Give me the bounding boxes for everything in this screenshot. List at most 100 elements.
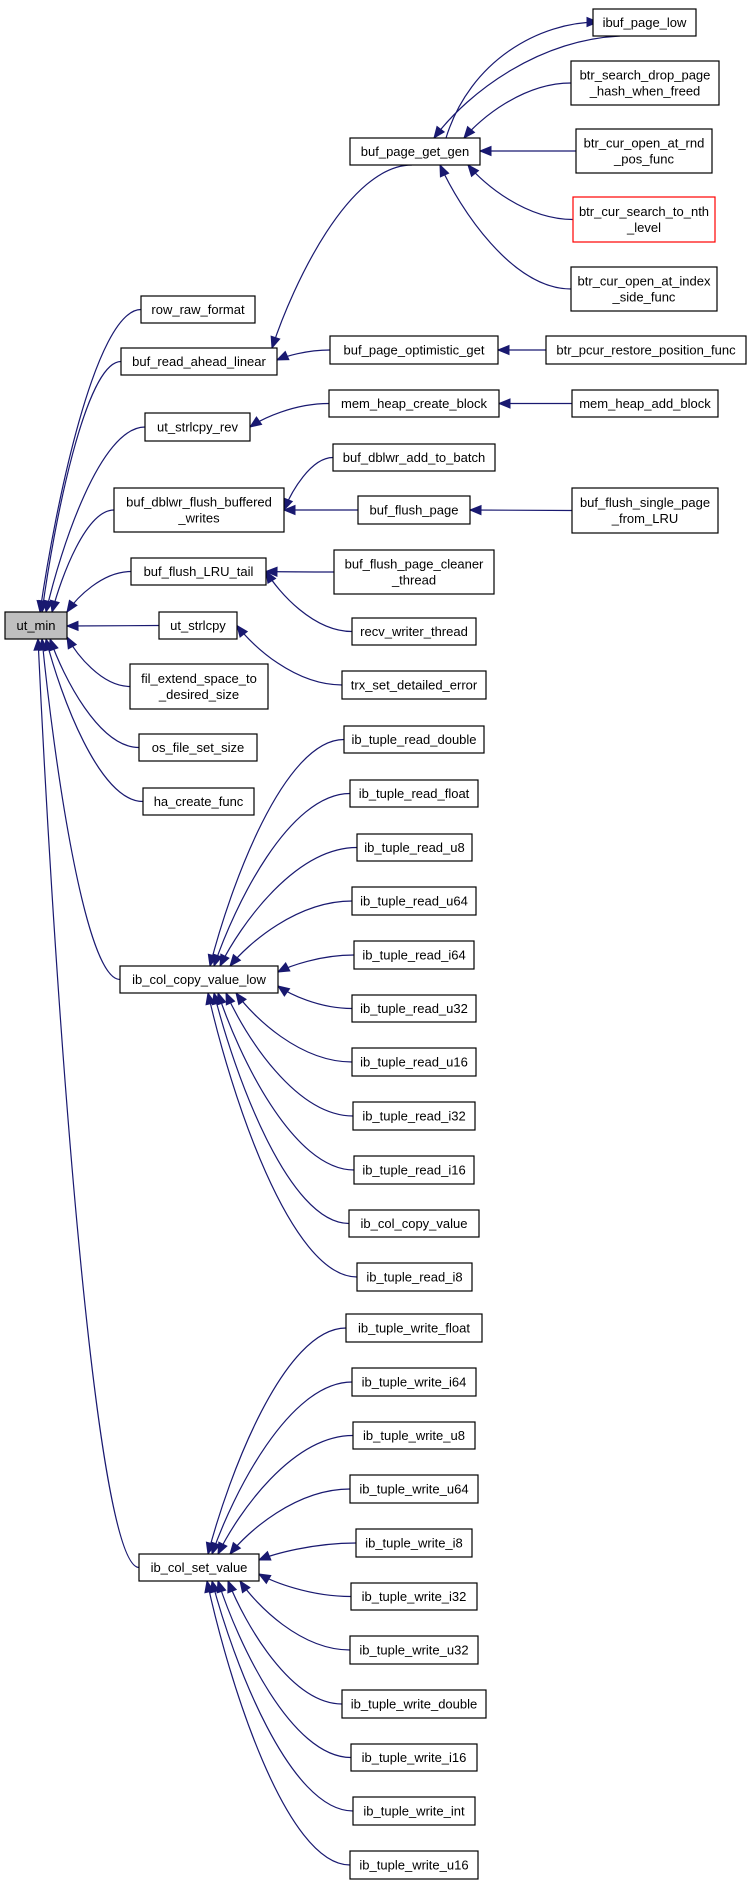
node-box	[352, 1796, 476, 1826]
node-ib-tuple-read-i16[interactable]: ib_tuple_read_i16	[353, 1155, 475, 1185]
node-ib-col-copy-value[interactable]: ib_col_copy_value	[348, 1209, 480, 1238]
node-box	[328, 389, 500, 418]
edge-ib_tuple_write_i8-to-ib_col_set_value	[257, 1542, 357, 1561]
edge-arrowhead	[204, 1579, 215, 1594]
edge-arrowhead	[248, 416, 263, 428]
node-buf-dblwr-flush-buffered-writes[interactable]: buf_dblwr_flush_buffered_writes	[113, 487, 285, 533]
node-box	[158, 611, 238, 640]
node-box	[592, 8, 697, 37]
node-ib-col-copy-value-low[interactable]: ib_col_copy_value_low	[119, 965, 279, 994]
node-ib-tuple-read-u8[interactable]: ib_tuple_read_u8	[356, 833, 473, 862]
node-box	[351, 1367, 477, 1397]
node-ib-tuple-write-i64[interactable]: ib_tuple_write_i64	[351, 1367, 477, 1397]
node-ib-tuple-write-float[interactable]: ib_tuple_write_float	[345, 1313, 483, 1343]
node-box	[352, 1101, 476, 1131]
edge-arrowhead	[478, 145, 492, 157]
node-ut-strlcpy[interactable]: ut_strlcpy	[158, 611, 238, 640]
node-ib-tuple-write-i32[interactable]: ib_tuple_write_i32	[350, 1582, 478, 1611]
node-mem-heap-create-block[interactable]: mem_heap_create_block	[328, 389, 500, 418]
node-label: btr_cur_open_at_rnd	[584, 136, 705, 151]
edge-arrowhead	[225, 991, 236, 1006]
edge-arrowhead	[33, 637, 44, 651]
node-trx-set-detailed-error[interactable]: trx_set_detailed_error	[341, 670, 487, 700]
node-ha-create-func[interactable]: ha_create_func	[142, 787, 255, 816]
node-ib-tuple-read-float[interactable]: ib_tuple_read_float	[349, 779, 479, 808]
node-label: ib_tuple_read_i32	[362, 1109, 465, 1124]
node-label: ib_tuple_write_i32	[362, 1589, 467, 1604]
node-label: ib_tuple_write_float	[358, 1321, 470, 1336]
node-label: _pos_func	[613, 152, 674, 167]
node-label: ib_tuple_read_float	[359, 786, 470, 801]
node-label: _desired_size	[158, 687, 239, 702]
node-ib-tuple-write-u16[interactable]: ib_tuple_write_u16	[349, 1850, 479, 1880]
node-box	[130, 557, 267, 586]
node-ibuf-page-low[interactable]: ibuf_page_low	[592, 8, 697, 37]
node-label: _level	[626, 220, 661, 235]
node-ib-tuple-read-u32[interactable]: ib_tuple_read_u32	[351, 994, 477, 1023]
edge-buf_read_ahead_linear-to-ut_min	[38, 360, 122, 614]
node-ut-min[interactable]: ut_min	[4, 611, 68, 640]
node-box	[349, 1850, 479, 1880]
node-os-file-set-size[interactable]: os_file_set_size	[138, 733, 258, 762]
node-buf-read-ahead-linear[interactable]: buf_read_ahead_linear	[120, 347, 278, 376]
node-box	[144, 412, 251, 442]
node-ut-strlcpy-rev[interactable]: ut_strlcpy_rev	[144, 412, 251, 442]
node-box	[571, 389, 719, 418]
edge-arrowhead	[257, 1550, 272, 1561]
node-box	[570, 266, 718, 312]
node-mem-heap-add-block[interactable]: mem_heap_add_block	[571, 389, 719, 418]
edge-ib_tuple_read_i64-to-ib_col_copy_value_low	[276, 954, 355, 973]
node-fil-extend-space-to-desired-size[interactable]: fil_extend_space_to_desired_size	[129, 663, 269, 710]
node-box	[356, 1262, 473, 1292]
node-ib-tuple-read-i8[interactable]: ib_tuple_read_i8	[356, 1262, 473, 1292]
node-ib-tuple-write-i16[interactable]: ib_tuple_write_i16	[350, 1743, 478, 1772]
node-ib-tuple-read-i64[interactable]: ib_tuple_read_i64	[353, 940, 475, 970]
node-ib-tuple-read-i32[interactable]: ib_tuple_read_i32	[352, 1101, 476, 1131]
edge-ib_tuple_read_u8-to-ib_col_copy_value_low	[219, 846, 358, 968]
node-label: mem_heap_add_block	[579, 396, 711, 411]
node-label: ut_strlcpy	[170, 618, 226, 633]
node-buf-flush-page[interactable]: buf_flush_page	[357, 495, 471, 525]
node-ib-tuple-write-u32[interactable]: ib_tuple_write_u32	[349, 1635, 479, 1665]
node-ib-tuple-write-u8[interactable]: ib_tuple_write_u8	[352, 1421, 476, 1450]
node-box	[351, 886, 477, 916]
node-label: ib_tuple_write_u64	[359, 1482, 468, 1497]
node-buf-flush-LRU-tail[interactable]: buf_flush_LRU_tail	[130, 557, 267, 586]
node-box	[349, 1474, 479, 1504]
node-label: ibuf_page_low	[603, 15, 687, 30]
node-btr-cur-open-at-index-side-func[interactable]: btr_cur_open_at_index_side_func	[570, 266, 718, 312]
node-ib-tuple-write-double[interactable]: ib_tuple_write_double	[341, 1689, 487, 1719]
node-buf-flush-page-cleaner-thread[interactable]: buf_flush_page_cleaner_thread	[333, 549, 495, 595]
node-ib-tuple-write-int[interactable]: ib_tuple_write_int	[352, 1796, 476, 1826]
node-box	[575, 128, 713, 174]
node-ib-tuple-read-u16[interactable]: ib_tuple_read_u16	[351, 1047, 477, 1077]
node-ib-tuple-read-u64[interactable]: ib_tuple_read_u64	[351, 886, 477, 916]
node-box	[138, 1553, 260, 1582]
node-label: ib_tuple_write_double	[351, 1697, 477, 1712]
node-buf-page-optimistic-get[interactable]: buf_page_optimistic_get	[329, 335, 499, 365]
node-btr-cur-search-to-nth-level[interactable]: btr_cur_search_to_nth_level	[572, 196, 716, 243]
node-box	[350, 1582, 478, 1611]
edge-mem_heap_add_block-to-mem_heap_create_block	[497, 398, 572, 409]
node-ib-tuple-write-i8[interactable]: ib_tuple_write_i8	[355, 1528, 473, 1558]
node-btr-cur-open-at-rnd-pos-func[interactable]: btr_cur_open_at_rnd_pos_func	[575, 128, 713, 174]
node-label: ib_tuple_write_u16	[359, 1858, 468, 1873]
edge-ib_tuple_write_u16-to-ib_col_set_value	[204, 1579, 351, 1866]
node-btr-search-drop-page-hash-when-freed[interactable]: btr_search_drop_page_hash_when_freed	[570, 60, 720, 106]
node-ib-tuple-write-u64[interactable]: ib_tuple_write_u64	[349, 1474, 479, 1504]
node-ib-tuple-read-double[interactable]: ib_tuple_read_double	[343, 725, 485, 754]
node-box	[341, 1689, 487, 1719]
node-btr-pcur-restore-position-func[interactable]: btr_pcur_restore_position_func	[545, 335, 747, 365]
node-ib-col-set-value[interactable]: ib_col_set_value	[138, 1553, 260, 1582]
edge-arrowhead	[467, 163, 480, 178]
edge-arrowhead	[227, 1579, 238, 1594]
node-recv-writer-thread[interactable]: recv_writer_thread	[351, 617, 477, 646]
node-box	[333, 549, 495, 595]
node-label: ib_tuple_write_i16	[362, 1750, 467, 1765]
node-buf-page-get-gen[interactable]: buf_page_get_gen	[349, 137, 481, 166]
node-row-raw-format[interactable]: row_raw_format	[140, 295, 256, 324]
edge-ib_tuple_read_i8-to-ib_col_copy_value_low	[205, 991, 358, 1278]
node-buf-dblwr-add-to-batch[interactable]: buf_dblwr_add_to_batch	[332, 443, 496, 472]
node-buf-flush-single-page-from-LRU[interactable]: buf_flush_single_page_from_LRU	[571, 487, 719, 534]
